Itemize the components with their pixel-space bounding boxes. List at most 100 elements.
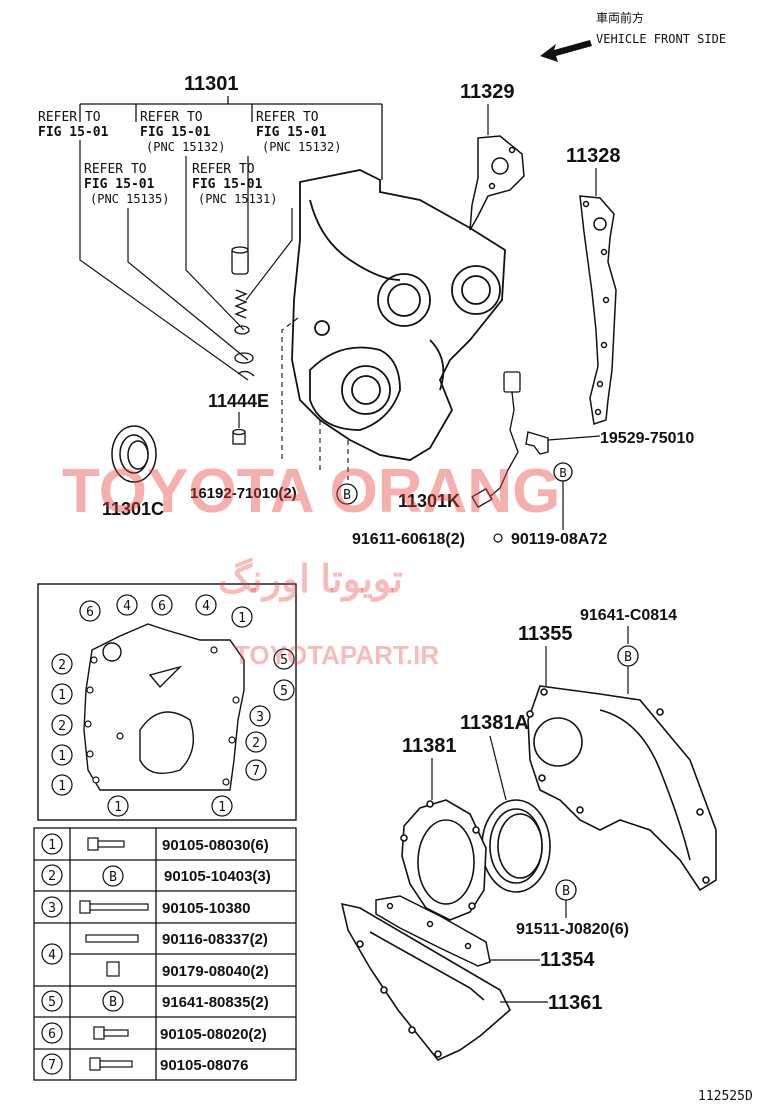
bolt-table-parts[interactable]: 90105-08030(6) 90105-10403(3) 90105-1038…: [160, 837, 271, 1074]
callout-1f: 1: [211, 795, 233, 817]
svg-text:REFER TO: REFER TO: [256, 110, 319, 125]
callout-1a: 1: [231, 606, 253, 628]
bolt-2-marker-text: B: [109, 870, 117, 885]
svg-text:B: B: [559, 466, 566, 480]
flywheel-housing-11361-icon: [340, 902, 511, 1061]
table-row-4b-part: 90179-08040(2): [162, 963, 269, 980]
inset-cover-outline-icon: [83, 623, 245, 791]
bolt-icons: [79, 837, 149, 1071]
figure-code: 112525D: [698, 1089, 753, 1104]
svg-text:1: 1: [218, 800, 226, 815]
refer-block-1[interactable]: REFER TO FIG 15-01: [38, 110, 109, 140]
svg-text:FIG 15-01: FIG 15-01: [256, 125, 327, 140]
marker-b-16192: B: [336, 483, 358, 505]
refer-leaders: [79, 140, 293, 381]
gasket-11329-icon: [469, 135, 525, 231]
watermark-site: TOYOTAPART.IR: [234, 640, 439, 670]
part-11301C-label[interactable]: 11301C: [102, 499, 164, 519]
svg-text:1: 1: [48, 838, 56, 853]
tensioner-spring-icon: [234, 289, 255, 377]
marker-b-91641c: B: [617, 645, 639, 667]
refer-block-5[interactable]: REFER TO FIG 15-01 (PNC 15131): [192, 162, 277, 206]
part-11301K-label[interactable]: 11301K: [398, 491, 460, 511]
callout-4b: 4: [195, 594, 217, 616]
table-row-5-part: 91641-80835(2): [162, 994, 269, 1011]
part-91641c-label[interactable]: 91641-C0814: [580, 607, 677, 624]
table-row-3-part: 90105-10380: [162, 900, 250, 917]
svg-text:1: 1: [114, 800, 122, 815]
part-11444E-label[interactable]: 11444E: [208, 391, 269, 411]
callout-5a: 5: [273, 648, 295, 670]
tensioner-plunger-icon: [231, 246, 249, 275]
svg-text:2: 2: [48, 869, 56, 884]
svg-text:(PNC 15132): (PNC 15132): [146, 140, 225, 154]
part-11301-bracket: [79, 96, 383, 180]
refer-block-2[interactable]: REFER TO FIG 15-01 (PNC 15132): [140, 110, 225, 154]
svg-text:FIG 15-01: FIG 15-01: [140, 125, 211, 140]
key-6: 6: [41, 1022, 63, 1044]
part-11354-label[interactable]: 11354: [540, 949, 595, 971]
front-label-zh: 車両前方: [596, 10, 644, 25]
part-11328-label[interactable]: 11328: [566, 145, 621, 167]
table-row-4a-part: 90116-08337(2): [162, 931, 268, 948]
front-label-en: VEHICLE FRONT SIDE: [596, 32, 726, 46]
rear-end-plate-11355-icon: [526, 685, 717, 892]
refer-block-3[interactable]: REFER TO FIG 15-01 (PNC 15132): [256, 110, 341, 154]
svg-text:B: B: [562, 884, 570, 899]
svg-text:B: B: [343, 488, 351, 503]
sensor-connector-icon: [471, 371, 521, 509]
refer-block-4[interactable]: REFER TO FIG 15-01 (PNC 15135): [84, 162, 169, 206]
bolt-2-marker-icon: [102, 865, 124, 887]
svg-text:6: 6: [158, 599, 166, 614]
svg-text:4: 4: [48, 948, 56, 963]
gasket-11328-icon: [579, 195, 617, 425]
part-11355-label[interactable]: 11355: [518, 623, 573, 645]
key-5: 5: [41, 990, 63, 1012]
part-91611-label[interactable]: 91611-60618(2): [352, 531, 465, 548]
front-arrow-icon: [540, 40, 592, 62]
callout-6b: 6: [151, 594, 173, 616]
svg-text:2: 2: [252, 736, 260, 751]
part-11361-label[interactable]: 11361: [548, 992, 603, 1014]
part-91511-label[interactable]: 91511-J0820(6): [516, 921, 629, 938]
bolt-91611-icon: [493, 533, 503, 543]
svg-text:3: 3: [256, 710, 264, 725]
timing-chain-cover-icon[interactable]: [291, 169, 506, 461]
inset-callouts: 6 4 6 4 1 5 5 3 2 7 2 1 2 1 1 1 1: [51, 594, 295, 817]
key-1: 1: [41, 833, 63, 855]
callout-7: 7: [245, 759, 267, 781]
part-19529-label[interactable]: 19529-75010: [600, 430, 694, 447]
part-11329-label[interactable]: 11329: [460, 81, 515, 103]
svg-text:(PNC 15135): (PNC 15135): [90, 192, 169, 206]
svg-text:FIG 15-01: FIG 15-01: [192, 177, 263, 192]
bolt-1-icon: [87, 837, 125, 851]
svg-text:5: 5: [280, 684, 288, 699]
key-2: 2: [41, 864, 63, 886]
svg-text:FIG 15-01: FIG 15-01: [38, 125, 109, 140]
bolt-5-marker-icon: [102, 990, 124, 1012]
svg-text:7: 7: [252, 764, 260, 779]
svg-text:REFER TO: REFER TO: [192, 162, 255, 177]
callout-6a: 6: [79, 600, 101, 622]
part-11301-label[interactable]: 11301: [184, 73, 239, 95]
part-11381A-label[interactable]: 11381A: [460, 712, 529, 734]
callout-2a: 2: [51, 653, 73, 675]
bolt-3-icon: [79, 900, 149, 914]
key-3: 3: [41, 896, 63, 918]
callout-2c: 2: [245, 731, 267, 753]
part-16192-label[interactable]: 16192-71010(2): [190, 485, 297, 502]
svg-text:(PNC 15131): (PNC 15131): [198, 192, 277, 206]
key-7: 7: [41, 1053, 63, 1075]
marker-b-91511: B: [555, 879, 577, 901]
svg-text:REFER TO: REFER TO: [84, 162, 147, 177]
bolt-5-marker-text: B: [109, 995, 117, 1010]
svg-text:4: 4: [123, 599, 131, 614]
bracket-19529-icon: [525, 431, 549, 455]
oil-seal-11301c-icon: [111, 425, 157, 483]
part-11381-label[interactable]: 11381: [402, 735, 457, 757]
part-90119-label[interactable]: 90119-08A72: [511, 531, 607, 548]
svg-text:FIG 15-01: FIG 15-01: [84, 177, 155, 192]
svg-text:6: 6: [48, 1027, 56, 1042]
svg-text:1: 1: [58, 688, 66, 703]
